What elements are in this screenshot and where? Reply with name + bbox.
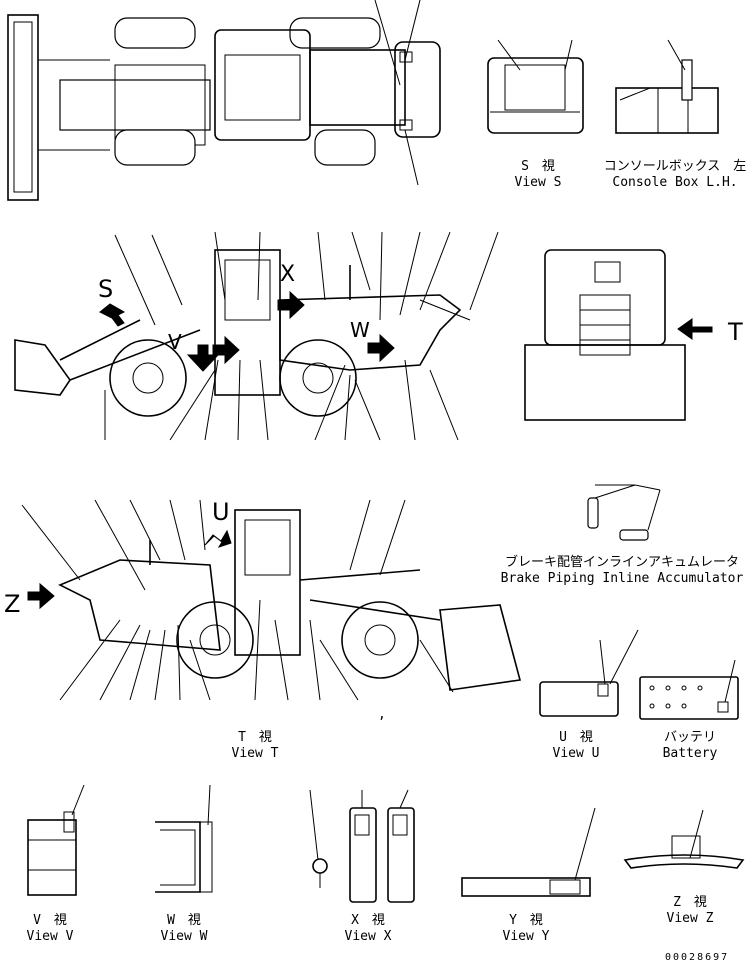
brake-accumulator-jp: ブレーキ配管インラインアキュムレータ — [504, 555, 739, 570]
battery-en: Battery — [662, 746, 718, 761]
view-z-en: View Z — [666, 911, 714, 926]
console-box-en: Console Box L.H. — [612, 175, 738, 190]
part-number: 00028697 — [665, 952, 730, 963]
view-y-drawing — [461, 807, 596, 897]
view-s-drawing — [487, 39, 584, 134]
marker-s: S — [98, 275, 114, 303]
view-w-drawing — [155, 784, 213, 893]
battery-jp: バッテリ — [663, 730, 716, 745]
console-box-jp: コンソールボックス 左 — [603, 159, 747, 174]
view-x-jp: X 視 — [351, 913, 385, 928]
view-w-en: View W — [160, 929, 208, 944]
callouts-upper-side — [104, 231, 499, 441]
rear-view-drawing — [524, 249, 713, 421]
machine-right-view — [58, 509, 522, 691]
view-y-en: View Y — [502, 929, 550, 944]
console-box-drawing — [615, 39, 719, 134]
marker-v: V — [168, 330, 182, 354]
view-z-jp: Z 視 — [673, 895, 707, 910]
view-t-jp: T 視 — [238, 730, 272, 745]
view-s-en: View S — [514, 175, 562, 190]
marker-x: X — [280, 262, 296, 287]
view-v-drawing — [27, 784, 85, 896]
stray-mark: , — [378, 707, 386, 722]
view-u-en: View U — [552, 746, 600, 761]
view-arrows-lower — [27, 529, 232, 610]
machine-left-view — [14, 249, 471, 417]
callouts-lower-side — [21, 499, 454, 701]
view-y-jp: Y 視 — [509, 913, 543, 928]
view-w-jp: W 視 — [167, 913, 201, 928]
view-z-drawing — [623, 809, 745, 869]
view-x-en: View X — [344, 929, 392, 944]
machine-top-view — [7, 0, 441, 201]
view-t-en: View T — [231, 746, 279, 761]
view-u-drawing — [539, 629, 639, 717]
view-v-en: View V — [26, 929, 74, 944]
marker-z: Z — [4, 590, 21, 618]
battery-drawing — [639, 659, 739, 720]
marker-t: T — [728, 318, 743, 346]
view-v-jp: V 視 — [33, 913, 67, 928]
view-u-jp: U 視 — [559, 730, 593, 745]
marker-w: W — [350, 318, 370, 342]
brake-accumulator-en: Brake Piping Inline Accumulator — [500, 571, 744, 586]
view-x-drawing — [309, 789, 415, 903]
marker-u: U — [212, 498, 230, 526]
view-s-jp: S 視 — [521, 159, 555, 174]
view-arrows-upper — [99, 290, 395, 372]
brake-accumulator-drawing — [587, 484, 661, 541]
